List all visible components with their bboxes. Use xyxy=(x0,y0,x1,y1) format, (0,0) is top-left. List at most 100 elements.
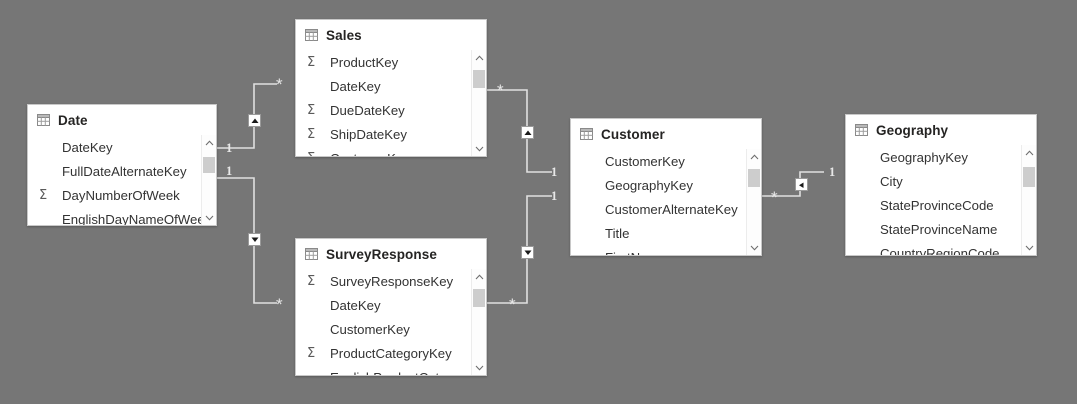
table-icon xyxy=(305,248,318,260)
field-row[interactable]: ΣEnglishProductCategoryName xyxy=(296,365,486,376)
table-icon xyxy=(855,124,868,136)
cross-filter-direction-icon-customer-geography[interactable] xyxy=(795,178,808,191)
table-title: Customer xyxy=(601,126,665,142)
field-row[interactable]: ΣFirstName xyxy=(571,245,761,256)
cardinality-many-label-date-surveyresponse: * xyxy=(276,295,283,314)
chevron-down-icon[interactable] xyxy=(747,240,761,255)
table-icon xyxy=(580,128,593,140)
field-row[interactable]: ΣFullDateAlternateKey xyxy=(28,159,216,183)
scrollbar-thumb[interactable] xyxy=(748,169,760,187)
sigma-icon: Σ xyxy=(307,102,316,118)
field-list-sales: ΣProductKeyΣDateKeyΣDueDateKeyΣShipDateK… xyxy=(296,50,486,157)
field-name: FirstName xyxy=(598,250,666,256)
cardinality-many-label-date-sales: * xyxy=(276,75,283,94)
field-name: CustomerAlternateKey xyxy=(605,201,738,217)
vertical-scrollbar[interactable] xyxy=(1021,145,1036,255)
table-title: Date xyxy=(58,112,88,128)
table-title: Geography xyxy=(876,122,949,138)
sigma-icon: Σ xyxy=(307,54,316,70)
field-row[interactable]: ΣCustomerAlternateKey xyxy=(571,197,761,221)
field-row[interactable]: Σ ProductCategoryKey xyxy=(296,341,486,365)
cardinality-one-label-date-surveyresponse: 1 xyxy=(226,164,233,178)
field-row[interactable]: ΣGeographyKey xyxy=(571,173,761,197)
field-name: GeographyKey xyxy=(880,149,968,165)
table-card-surveyresponse[interactable]: SurveyResponseΣSurveyResponseKeyΣDateKey… xyxy=(295,238,487,376)
field-name: StateProvinceCode xyxy=(880,197,994,213)
chevron-down-icon[interactable] xyxy=(472,360,486,375)
scrollbar-thumb[interactable] xyxy=(473,289,485,307)
field-row[interactable]: ΣTitle xyxy=(571,221,761,245)
table-header-customer[interactable]: Customer xyxy=(571,119,761,149)
cardinality-one-label-sales-customer: 1 xyxy=(551,165,558,179)
field-row[interactable]: ΣCustomerKey xyxy=(296,317,486,341)
vertical-scrollbar[interactable] xyxy=(471,50,486,156)
scrollbar-thumb[interactable] xyxy=(473,70,485,88)
cross-filter-direction-icon-date-surveyresponse[interactable] xyxy=(248,233,261,246)
field-row[interactable]: ΣStateProvinceCode xyxy=(846,193,1036,217)
sigma-icon: Σ xyxy=(39,187,48,203)
field-row[interactable]: ΣStateProvinceName xyxy=(846,217,1036,241)
cross-filter-direction-icon-surveyresponse-customer[interactable] xyxy=(521,246,534,259)
vertical-scrollbar[interactable] xyxy=(201,135,216,225)
field-name: ProductKey xyxy=(330,54,399,70)
field-row[interactable]: ΣCustomerKey xyxy=(571,149,761,173)
field-name: CustomerKey xyxy=(323,151,410,157)
chevron-down-icon[interactable] xyxy=(202,210,216,225)
field-row[interactable]: ΣEnglishDayNameOfWeek xyxy=(28,207,216,226)
sigma-icon: Σ xyxy=(307,345,316,361)
cardinality-one-label-surveyresponse-customer: 1 xyxy=(551,189,558,203)
field-name: CountryRegionCode xyxy=(880,245,1000,256)
cross-filter-direction-icon-sales-customer[interactable] xyxy=(521,126,534,139)
table-icon xyxy=(37,114,50,126)
relationship-line-date-sales[interactable] xyxy=(217,83,277,149)
field-name: StateProvinceName xyxy=(880,221,998,237)
field-row[interactable]: ΣCustomerKey xyxy=(296,146,486,157)
field-name: Title xyxy=(605,225,630,241)
chevron-up-icon[interactable] xyxy=(472,269,486,284)
field-row[interactable]: ΣCity xyxy=(846,169,1036,193)
field-name: ProductCategoryKey xyxy=(330,345,452,361)
table-card-date[interactable]: DateΣDateKeyΣFullDateAlternateKeyΣ DayNum… xyxy=(27,104,217,226)
field-row[interactable]: ΣDateKey xyxy=(296,74,486,98)
table-card-geography[interactable]: GeographyΣGeographyKeyΣCityΣStateProvinc… xyxy=(845,114,1037,256)
chevron-up-icon[interactable] xyxy=(1022,145,1036,160)
chevron-down-icon[interactable] xyxy=(1022,240,1036,255)
field-row[interactable]: ΣDateKey xyxy=(296,293,486,317)
chevron-up-icon[interactable] xyxy=(747,149,761,164)
field-row[interactable]: Σ ProductKey xyxy=(296,50,486,74)
chevron-up-icon[interactable] xyxy=(472,50,486,65)
field-name: GeographyKey xyxy=(605,177,693,193)
table-header-geography[interactable]: Geography xyxy=(846,115,1036,145)
relationship-line-sales-customer[interactable] xyxy=(487,89,552,173)
vertical-scrollbar[interactable] xyxy=(746,149,761,255)
field-row[interactable]: ΣGeographyKey xyxy=(846,145,1036,169)
field-name: EnglishProductCategoryName xyxy=(323,370,486,376)
cardinality-many-label-surveyresponse-customer: * xyxy=(509,295,516,314)
table-header-surveyresponse[interactable]: SurveyResponse xyxy=(296,239,486,269)
sigma-icon: Σ xyxy=(307,126,316,142)
field-row[interactable]: ΣDateKey xyxy=(28,135,216,159)
table-card-customer[interactable]: CustomerΣCustomerKeyΣGeographyKeyΣCustom… xyxy=(570,118,762,256)
cardinality-many-label-sales-customer: * xyxy=(497,81,504,100)
field-name: DateKey xyxy=(330,78,381,94)
scrollbar-thumb[interactable] xyxy=(1023,167,1035,187)
field-list-surveyresponse: ΣSurveyResponseKeyΣDateKeyΣCustomerKeyΣP… xyxy=(296,269,486,376)
chevron-up-icon[interactable] xyxy=(202,135,216,150)
scrollbar-thumb[interactable] xyxy=(203,157,215,173)
cardinality-one-label-date-sales: 1 xyxy=(226,141,233,155)
vertical-scrollbar[interactable] xyxy=(471,269,486,375)
relationship-line-date-surveyresponse[interactable] xyxy=(217,177,277,304)
field-row[interactable]: Σ DayNumberOfWeek xyxy=(28,183,216,207)
chevron-down-icon[interactable] xyxy=(472,141,486,156)
relationship-line-surveyresponse-customer[interactable] xyxy=(487,195,552,304)
table-header-date[interactable]: Date xyxy=(28,105,216,135)
field-row[interactable]: ΣCountryRegionCode xyxy=(846,241,1036,256)
cross-filter-direction-icon-date-sales[interactable] xyxy=(248,114,261,127)
field-name: DayNumberOfWeek xyxy=(62,187,180,203)
table-header-sales[interactable]: Sales xyxy=(296,20,486,50)
table-card-sales[interactable]: SalesΣProductKeyΣDateKeyΣDueDateKeyΣShip… xyxy=(295,19,487,157)
